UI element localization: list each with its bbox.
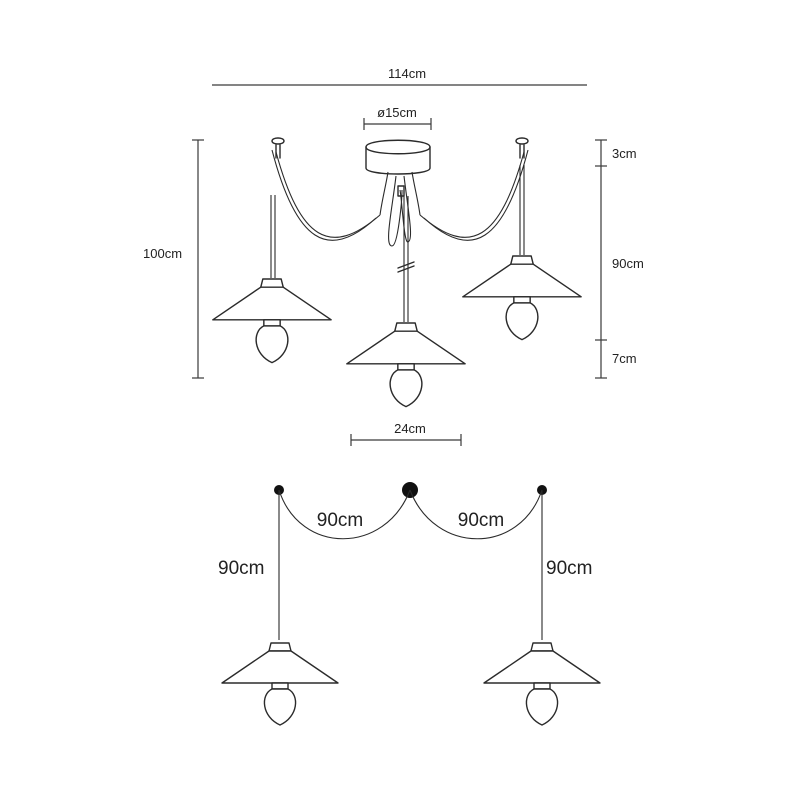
swag-curve-right xyxy=(409,489,543,540)
canopy-label: ø15cm xyxy=(377,105,417,120)
bottom-view: 90cm 90cm 90cm 90cm xyxy=(218,482,601,726)
pendant-cords xyxy=(270,165,525,322)
canopy-dimension: ø15cm xyxy=(363,105,432,130)
bottom-lamp-left xyxy=(221,642,339,726)
height-dimension: 100cm xyxy=(143,139,204,379)
cord-length-label: 90cm xyxy=(612,256,644,271)
right-dimension: 3cm 90cm 7cm xyxy=(595,139,644,379)
height-label: 100cm xyxy=(143,246,182,261)
swag-right-label: 90cm xyxy=(458,510,504,531)
lamp-height-label: 7cm xyxy=(612,351,637,366)
shade-width-dimension: 24cm xyxy=(350,421,462,446)
width-label: 114cm xyxy=(388,66,426,81)
canopy-height-label: 3cm xyxy=(612,146,637,161)
pendant-lamp-left xyxy=(212,278,332,364)
ceiling-canopy xyxy=(365,139,431,175)
shade-width-label: 24cm xyxy=(394,421,426,436)
top-view: 114cm ø15cm 100cm 3cm 90cm 7cm xyxy=(143,66,644,446)
bottom-lamp-right xyxy=(483,642,601,726)
pendant-lamp-right xyxy=(462,255,582,341)
drop-right-label: 90cm xyxy=(546,558,592,579)
swag-curve-left xyxy=(278,489,411,540)
ceiling-hook-left xyxy=(271,137,285,159)
drop-left-label: 90cm xyxy=(218,558,264,579)
pendant-lamp-center xyxy=(346,322,466,408)
width-dimension: 114cm xyxy=(212,66,587,86)
ceiling-hook-right xyxy=(515,137,529,159)
swag-left-label: 90cm xyxy=(317,510,363,531)
swag-cords xyxy=(271,149,529,247)
